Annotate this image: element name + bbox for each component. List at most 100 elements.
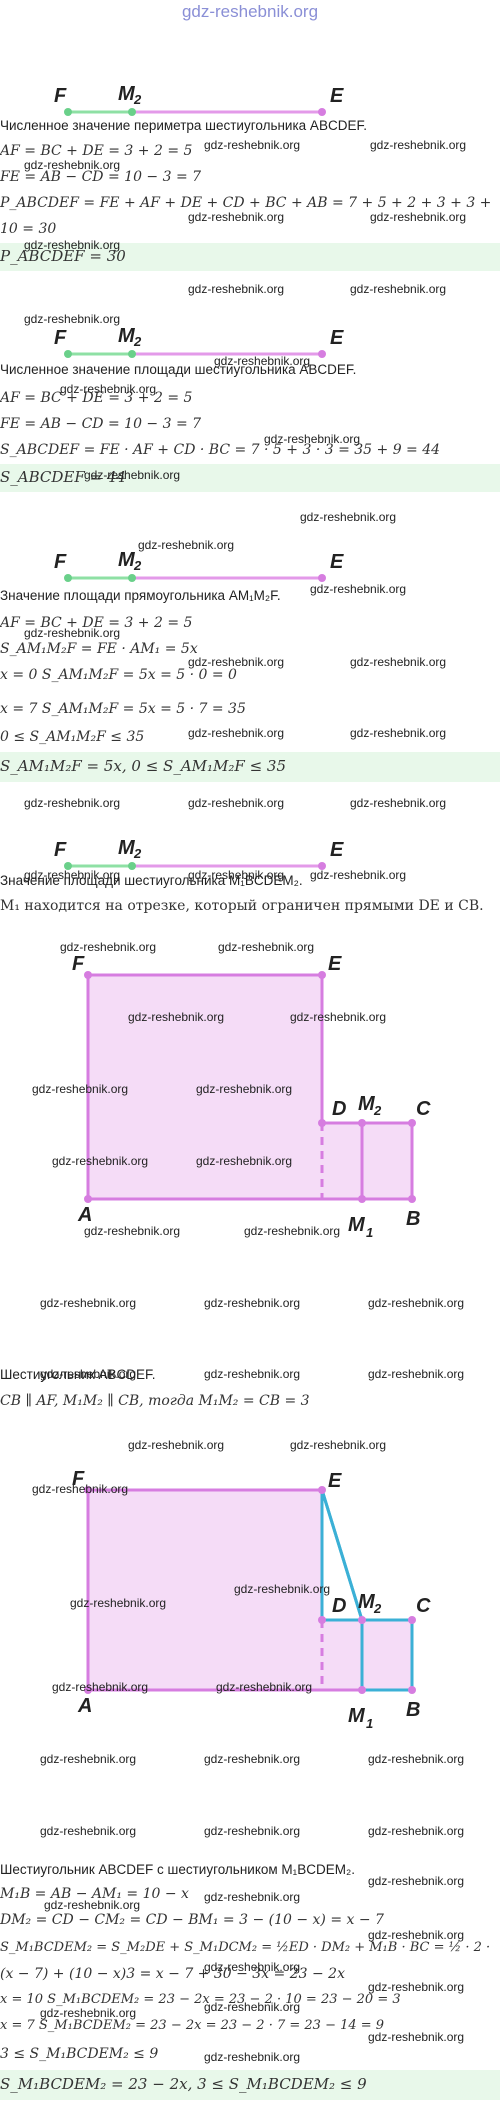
svg-text:2: 2 (133, 558, 142, 573)
watermark: gdz-reshebnik.org (350, 726, 447, 740)
math-line: DM₂ = CD − CM₂ = CD − BM₁ = 3 − (10 − x)… (0, 1912, 384, 1928)
math-line: 3 ≤ S_M₁BCDEM₂ ≤ 9 (0, 2046, 159, 2062)
watermark: gdz-reshebnik.org (204, 1752, 301, 1766)
svg-text:E: E (330, 551, 344, 573)
watermark: gdz-reshebnik.org (204, 1960, 301, 1974)
svg-text:M: M (348, 1705, 366, 1727)
svg-text:E: E (330, 839, 344, 861)
watermark: gdz-reshebnik.org (188, 282, 285, 296)
math-line: x = 0 S_AM₁M₂F = 5x = 5 · 0 = 0 (0, 667, 237, 683)
svg-text:F: F (54, 839, 67, 861)
watermark: gdz-reshebnik.org (44, 1898, 141, 1912)
watermark: gdz-reshebnik.org (310, 868, 407, 882)
svg-text:M: M (348, 1214, 366, 1236)
watermark: gdz-reshebnik.org (300, 510, 397, 524)
watermark: gdz-reshebnik.org (24, 158, 121, 172)
watermark: gdz-reshebnik.org (24, 312, 121, 326)
math-line: M₁ находится на отрезке, который огранич… (0, 898, 484, 914)
label-f: F (54, 85, 67, 107)
watermark: gdz-reshebnik.org (84, 1224, 181, 1238)
svg-text:M: M (118, 549, 136, 571)
math-line: CB ∥ AF, M₁M₂ ∥ CB, тогда M₁M₂ = CB = 3 (0, 1393, 310, 1409)
svg-text:E: E (328, 955, 342, 975)
watermark: gdz-reshebnik.org (204, 1890, 301, 1904)
watermark: gdz-reshebnik.org (84, 468, 181, 482)
watermark: gdz-reshebnik.org (368, 1824, 465, 1838)
result-band: S_AM₁M₂F = 5x, 0 ≤ S_AM₁M₂F ≤ 35 (0, 752, 500, 782)
watermark: gdz-reshebnik.org (368, 1980, 465, 1994)
segment-diagram: F M 2 E (54, 83, 344, 116)
watermark: gdz-reshebnik.org (40, 2006, 137, 2020)
watermark: gdz-reshebnik.org (188, 210, 285, 224)
svg-text:E: E (330, 327, 344, 349)
svg-text:D: D (332, 1098, 346, 1120)
math-line: x = 7 S_AM₁M₂F = 5x = 5 · 7 = 35 (0, 701, 246, 717)
watermark: gdz-reshebnik.org (370, 210, 467, 224)
hexb-heading: Шестиугольник ABCDEF. (0, 1367, 156, 1382)
svg-text:2: 2 (133, 92, 142, 107)
watermark: gdz-reshebnik.org (60, 940, 157, 954)
figure-hexagon-1: F E D M 2 C A M 1 B (72, 955, 431, 1240)
segment-diagram: F M 2 E (54, 549, 344, 582)
area-heading: Численное значение площади шестиугольник… (0, 362, 357, 377)
watermark: gdz-reshebnik.org (216, 1680, 313, 1694)
svg-text:F: F (72, 955, 85, 975)
svg-text:B: B (406, 1699, 420, 1721)
svg-text:C: C (416, 1098, 431, 1120)
watermark: gdz-reshebnik.org (370, 138, 467, 152)
math-line: FE = AB − CD = 10 − 3 = 7 (0, 416, 202, 432)
watermark: gdz-reshebnik.org (310, 582, 407, 596)
result-band: S_ABCDEF = 44 (0, 464, 500, 492)
watermark: gdz-reshebnik.org (368, 1752, 465, 1766)
watermark: gdz-reshebnik.org (196, 1154, 293, 1168)
svg-text:1: 1 (366, 1716, 373, 1731)
math-line: (x − 7) + (10 − x)3 = x − 7 + 30 − 3x = … (0, 1966, 345, 1982)
watermark: gdz-reshebnik.org (24, 626, 121, 640)
label-m2: M (118, 83, 136, 105)
watermark: gdz-reshebnik.org (24, 796, 121, 810)
watermark: gdz-reshebnik.org (244, 1224, 341, 1238)
math-line: x = 7 S_M₁BCDEM₂ = 23 − 2x = 23 − 2 · 7 … (0, 2018, 385, 2033)
svg-text:M: M (118, 837, 136, 859)
svg-text:M: M (358, 1591, 376, 1613)
watermark: gdz-reshebnik.org (40, 1752, 137, 1766)
svg-text:C: C (416, 1595, 431, 1617)
watermark: gdz-reshebnik.org (350, 796, 447, 810)
watermark: gdz-reshebnik.org (32, 1482, 129, 1496)
math-line: M₁B = AB − AM₁ = 10 − x (0, 1886, 189, 1902)
math-line: S_ABCDEF = FE · AF + CD · BC = 7 · 5 + 3… (0, 442, 441, 458)
watermark: gdz-reshebnik.org (52, 1680, 149, 1694)
watermark: gdz-reshebnik.org (234, 1582, 331, 1596)
watermark: gdz-reshebnik.org (264, 432, 361, 446)
math-line: P_ABCDEF = FE + AF + DE + CD + BC + AB =… (0, 195, 492, 211)
watermark: gdz-reshebnik.org (60, 382, 157, 396)
math-line: 10 = 30 (0, 221, 57, 237)
watermark: gdz-reshebnik.org (40, 1824, 137, 1838)
svg-text:F: F (54, 551, 67, 573)
watermark: gdz-reshebnik.org (204, 2000, 301, 2014)
watermark: gdz-reshebnik.org (128, 1438, 225, 1452)
svg-text:A: A (77, 1695, 92, 1717)
watermark: gdz-reshebnik.org (350, 282, 447, 296)
svg-text:2: 2 (133, 334, 142, 349)
watermark: gdz-reshebnik.org (40, 1367, 137, 1381)
watermark: gdz-reshebnik.org (204, 1824, 301, 1838)
segment-diagram: F M 2 E (54, 325, 344, 358)
svg-text:2: 2 (133, 846, 142, 861)
watermark: gdz-reshebnik.org (204, 138, 301, 152)
watermark: gdz-reshebnik.org (70, 1596, 167, 1610)
watermark: gdz-reshebnik.org (188, 726, 285, 740)
site-title[interactable]: gdz-reshebnik.org (181, 2, 319, 21)
math-line: FE = AB − CD = 10 − 3 = 7 (0, 169, 202, 185)
watermark: gdz-reshebnik.org (52, 1154, 149, 1168)
hexa-heading: Значение площади шестиугольника M₁BCDEM₂… (0, 873, 303, 888)
watermark: gdz-reshebnik.org (350, 655, 447, 669)
watermark: gdz-reshebnik.org (196, 1082, 293, 1096)
svg-text:F: F (72, 1470, 85, 1490)
svg-text:F: F (54, 327, 67, 349)
svg-text:D: D (332, 1595, 346, 1617)
segment-diagram: F M 2 E (54, 837, 344, 870)
label-e: E (330, 85, 344, 107)
watermark: gdz-reshebnik.org (368, 1874, 465, 1888)
math-line: AF = BC + DE = 3 + 2 = 5 (0, 143, 193, 159)
